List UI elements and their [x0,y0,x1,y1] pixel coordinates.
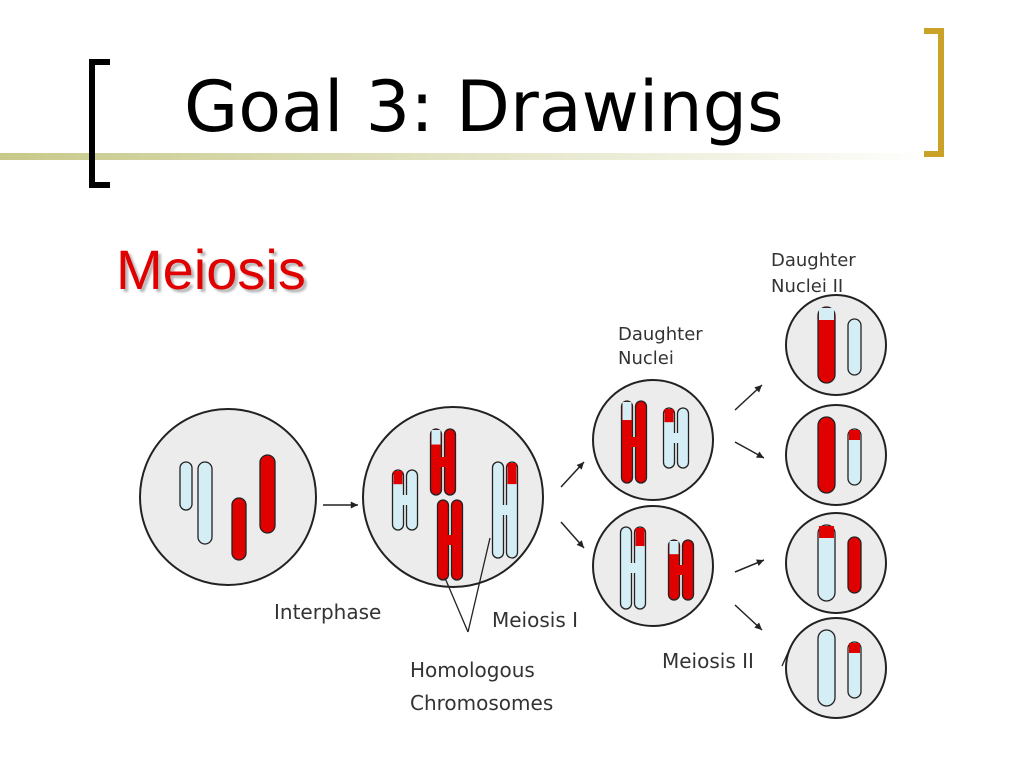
label-daughter-nuclei-ii-line2: Nuclei II [771,276,843,297]
arrow-meiosis-1-to-top [560,461,585,488]
arrow-interphase-to-meiosis-1 [323,501,358,509]
label-pointers [444,537,791,667]
cell-daughter-ii-4 [785,617,887,719]
title-underline-bar [0,153,940,160]
label-homologous-line2: Chromosomes [410,691,553,715]
arrow-top-to-ii-2 [734,441,765,459]
slide-title: Goal 3: Drawings [184,66,784,148]
label-homologous-line1: Homologous [410,658,535,682]
arrow-bottom-to-ii-3 [734,559,765,573]
label-interphase: Interphase [274,600,381,624]
left-bracket [89,59,110,188]
cell-daughter-ii-2 [785,404,887,506]
arrow-meiosis-1-to-bottom [560,521,585,549]
cell-daughter-ii-3 [785,512,887,614]
homologous-pointer-right [467,537,491,633]
label-daughter-nuclei-line1: Daughter [618,324,703,345]
cell-meiosis-1 [362,406,544,588]
meiosis-ii-pointer [781,647,791,667]
slide-subtitle: Meiosis [116,238,306,301]
label-meiosis-2: Meiosis II [662,649,754,673]
arrow-bottom-to-ii-4 [734,604,763,631]
cells-layer [139,294,887,719]
homologous-pointer-left [444,577,469,633]
cell-interphase [139,408,317,586]
label-daughter-nuclei-ii-line1: Daughter [771,250,856,271]
label-meiosis-1: Meiosis I [492,608,578,632]
cell-daughter-top [592,379,714,501]
cell-daughter-bottom [592,505,714,627]
label-daughter-nuclei-line2: Nuclei [618,348,674,369]
arrow-top-to-ii-1 [734,384,763,411]
right-bracket [924,28,944,157]
arrows-layer [323,384,765,631]
cell-daughter-ii-1 [785,294,887,396]
